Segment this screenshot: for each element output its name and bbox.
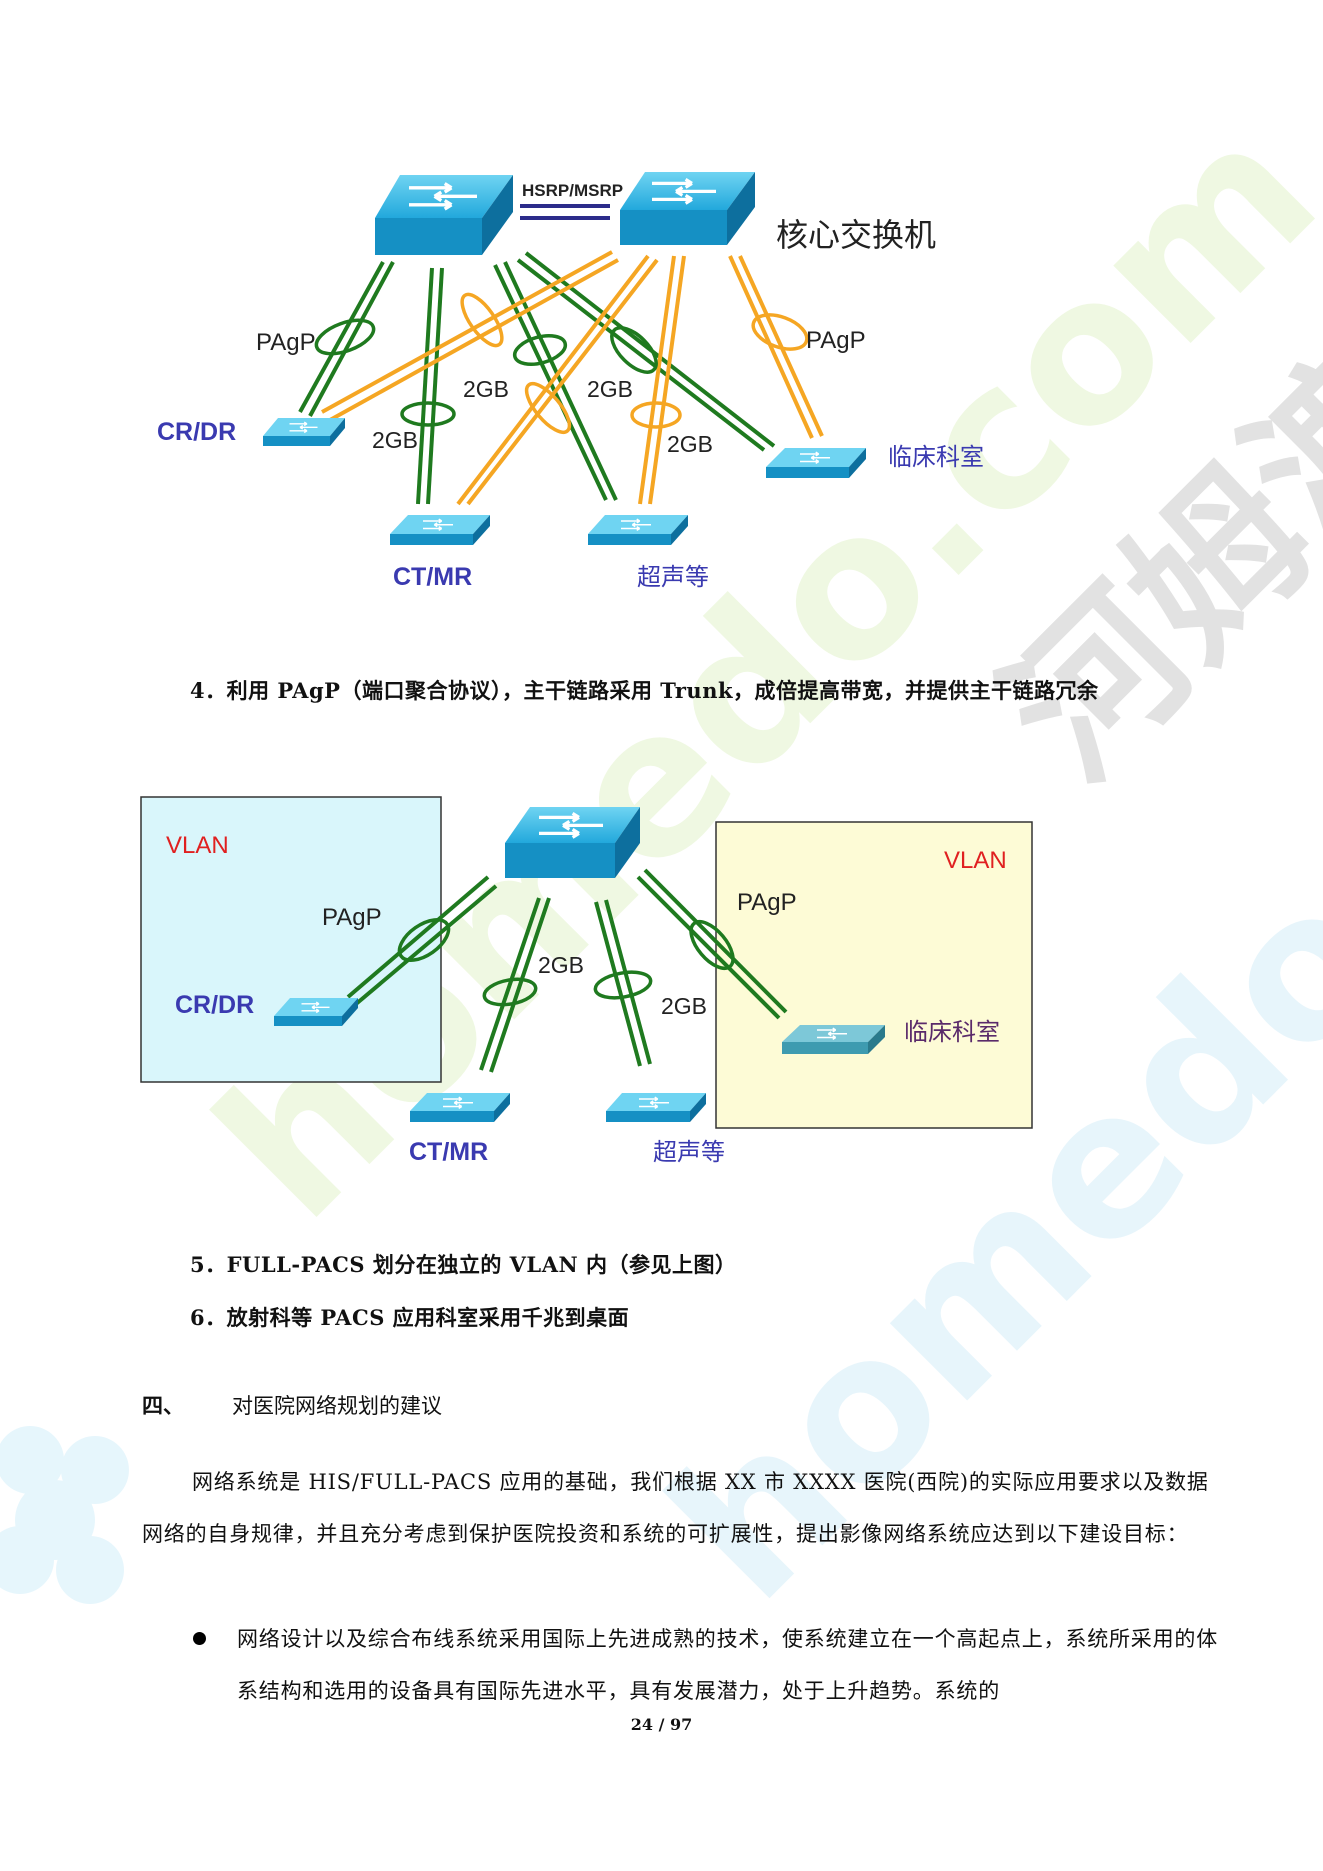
redundancy-label: HSRP/MSRP [522,181,623,200]
vlan-label-right: VLAN [944,847,1007,874]
bullet-icon [193,1632,206,1645]
vlan-box-right [715,821,1033,1129]
node-label-crdr: CR/DR [175,991,254,1019]
node-label-crdr: CR/DR [157,418,236,446]
section-number: 四、 [142,1393,184,1418]
section-title: 对医院网络规划的建议 [232,1394,442,1418]
node-label-clinic: 临床科室 [904,1019,1000,1046]
pagp-label-left: PAgP [322,904,382,931]
core-switch-label: 核心交换机 [776,217,936,253]
switch-crdr-icon [274,998,358,1026]
switch-ultrasound-icon [588,515,688,545]
switch-crdr-icon [263,418,345,446]
switch-ctmr-icon [390,515,490,545]
node-label-clinic: 临床科室 [888,444,984,471]
bandwidth-label: 2GB [463,376,509,402]
node-label-ultrasound: 超声等 [653,1139,725,1166]
switch-ctmr-icon [410,1093,510,1122]
bandwidth-label: 2GB [538,952,584,978]
switch-clinic-icon [766,448,866,478]
bandwidth-label: 2GB [372,427,418,453]
pagp-label-right: PAgP [737,889,797,916]
bullet-item: 网络设计以及综合布线系统采用国际上先进成熟的技术，使系统建立在一个高起点上，系统… [237,1627,1218,1703]
bandwidth-label: 2GB [667,431,713,457]
switch-clinic-icon [782,1025,885,1054]
network-diagram-1: HSRP/MSRP 核心交换机 PAgP PAgP 2GB 2GB 2GB 2G… [157,172,984,591]
bandwidth-label: 2GB [661,993,707,1019]
body-paragraph: 网络系统是 HIS/FULL-PACS 应用的基础，我们根据 XX 市 XXXX… [142,1456,1222,1560]
core-switch-left-icon [375,175,513,255]
figure-caption-6: 6．放射科等 PACS 应用科室采用千兆到桌面 [190,1305,630,1330]
pagp-label-right: PAgP [806,327,866,354]
vlan-label-left: VLAN [166,832,229,859]
network-diagram-2: VLAN VLAN PAgP PAgP 2GB 2GB CR/DR CT/MR … [140,796,1033,1166]
core-switch-right-icon [620,172,755,245]
core-switch-icon [505,807,640,878]
vlan-box-left [140,796,442,1083]
pagp-label-left: PAgP [256,329,316,356]
figure-caption-5: 5．FULL-PACS 划分在独立的 VLAN 内（参见上图） [190,1252,737,1277]
body-paragraph-text: 网络系统是 HIS/FULL-PACS 应用的基础，我们根据 XX 市 XXXX… [142,1470,1209,1546]
figure-caption-4: 4．利用 PAgP（端口聚合协议），主干链路采用 Trunk，成倍提高带宽，并提… [190,678,1099,703]
page-number: 24 / 97 [630,1715,693,1734]
watermark-flower-icon [0,1426,129,1604]
node-label-ctmr: CT/MR [393,563,472,591]
bandwidth-label: 2GB [587,376,633,402]
node-label-ultrasound: 超声等 [637,564,709,591]
switch-ultrasound-icon [606,1093,706,1122]
node-label-ctmr: CT/MR [409,1138,488,1166]
